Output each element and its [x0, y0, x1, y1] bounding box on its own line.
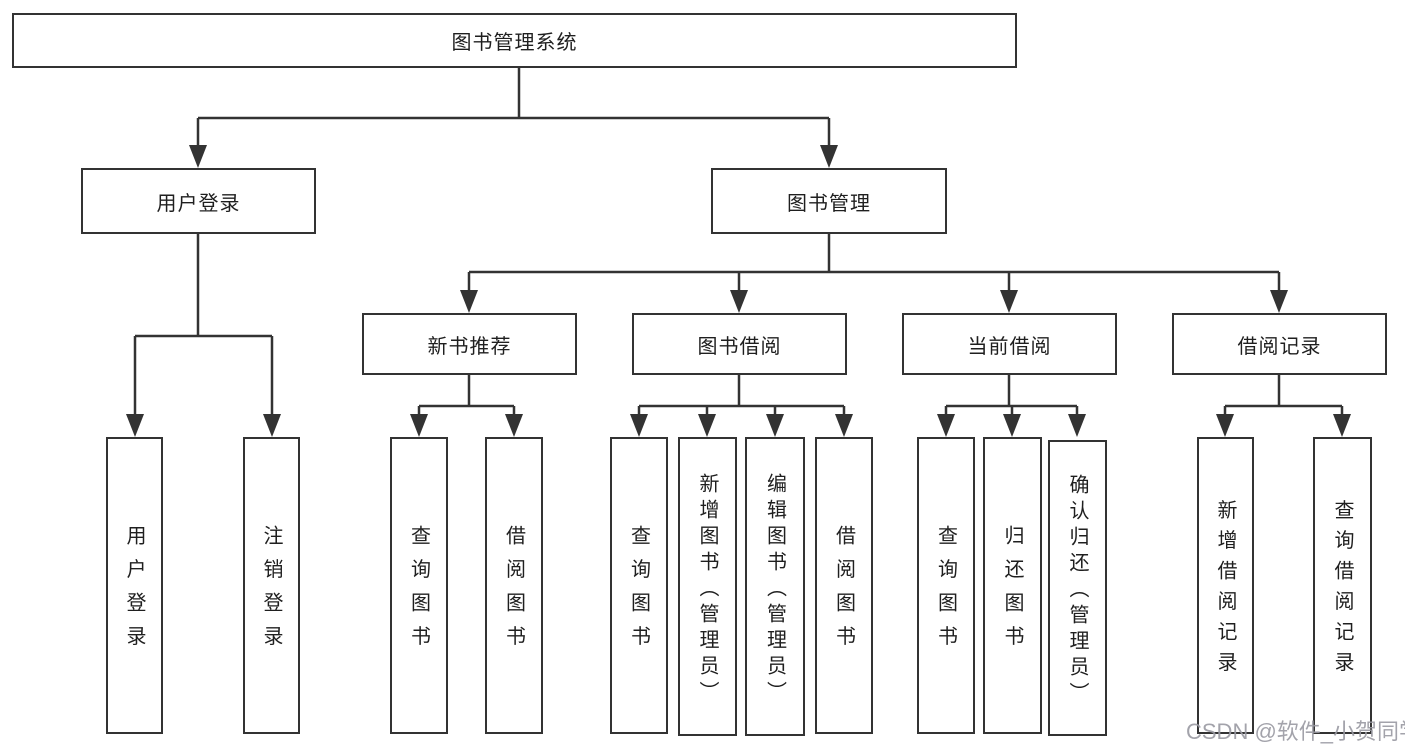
node-label: 图书管理系统 — [451, 32, 578, 54]
node-label: 当前借阅 — [967, 335, 1052, 358]
arrow-icon — [1270, 290, 1288, 313]
node-book-management: 图书管理 — [711, 168, 947, 234]
leaf-label: 查询图书 — [934, 525, 957, 660]
leaf-label: 新增图书（管理员） — [696, 472, 718, 707]
arrow-icon — [1333, 414, 1351, 437]
node-current-borrowing: 当前借阅 — [902, 313, 1117, 375]
arrow-icon — [698, 414, 716, 437]
leaf-label: 新增借阅记录 — [1214, 499, 1236, 682]
leaf-label: 查询借阅记录 — [1331, 499, 1353, 682]
arrow-icon — [410, 414, 428, 437]
leaf-add-borrow-record: 新增借阅记录 — [1197, 437, 1254, 734]
node-label: 图书管理 — [787, 192, 871, 215]
leaf-label: 用户登录 — [123, 525, 145, 660]
arrow-icon — [835, 414, 853, 437]
node-book-borrowing: 图书借阅 — [632, 313, 847, 375]
leaf-return-books: 归还图书 — [983, 437, 1042, 734]
leaf-query-borrow-record: 查询借阅记录 — [1313, 437, 1372, 734]
leaf-borrow-books: 借阅图书 — [485, 437, 543, 734]
arrow-icon — [630, 414, 648, 437]
leaf-label: 借阅图书 — [832, 525, 855, 660]
leaf-logout: 注销登录 — [243, 437, 300, 734]
arrow-icon — [820, 145, 838, 168]
arrowheads — [126, 145, 1351, 437]
leaf-label: 注销登录 — [260, 525, 282, 660]
arrow-icon — [1068, 414, 1086, 437]
leaf-user-login: 用户登录 — [106, 437, 163, 734]
arrow-icon — [1000, 290, 1018, 313]
arrow-icon — [1003, 414, 1021, 437]
node-label: 图书借阅 — [697, 335, 782, 358]
watermark: CSDN @软件_小贺同学 — [1186, 719, 1405, 744]
arrow-icon — [126, 414, 144, 437]
arrow-icon — [189, 145, 207, 168]
leaf-query-books: 查询图书 — [390, 437, 448, 734]
leaf-label: 编辑图书（管理员） — [763, 472, 786, 707]
leaf-label: 查询图书 — [627, 525, 650, 660]
leaf-query-books: 查询图书 — [917, 437, 975, 734]
leaf-query-books: 查询图书 — [610, 437, 668, 734]
arrow-icon — [460, 290, 478, 313]
leaf-label: 查询图书 — [407, 525, 430, 660]
node-label: 用户登录 — [156, 192, 241, 215]
leaf-confirm-return-admin: 确认归还（管理员） — [1048, 440, 1107, 736]
arrow-icon — [937, 414, 955, 437]
node-label: 借阅记录 — [1237, 335, 1322, 358]
arrow-icon — [263, 414, 281, 437]
node-label: 新书推荐 — [427, 335, 512, 358]
node-new-book-recommendation: 新书推荐 — [362, 313, 577, 375]
arrow-icon — [730, 290, 748, 313]
node-library-management-system: 图书管理系统 — [12, 13, 1017, 68]
node-borrowing-records: 借阅记录 — [1172, 313, 1387, 375]
leaf-add-book-admin: 新增图书（管理员） — [678, 437, 737, 736]
leaf-label: 归还图书 — [1001, 525, 1023, 660]
node-user-login: 用户登录 — [81, 168, 316, 234]
connector-path — [133, 68, 1344, 416]
arrow-icon — [505, 414, 523, 437]
leaf-label: 借阅图书 — [502, 525, 525, 660]
arrow-icon — [766, 414, 784, 437]
leaf-borrow-books: 借阅图书 — [815, 437, 873, 734]
arrow-icon — [1216, 414, 1234, 437]
leaf-edit-book-admin: 编辑图书（管理员） — [745, 437, 805, 736]
leaf-label: 确认归还（管理员） — [1066, 474, 1088, 708]
